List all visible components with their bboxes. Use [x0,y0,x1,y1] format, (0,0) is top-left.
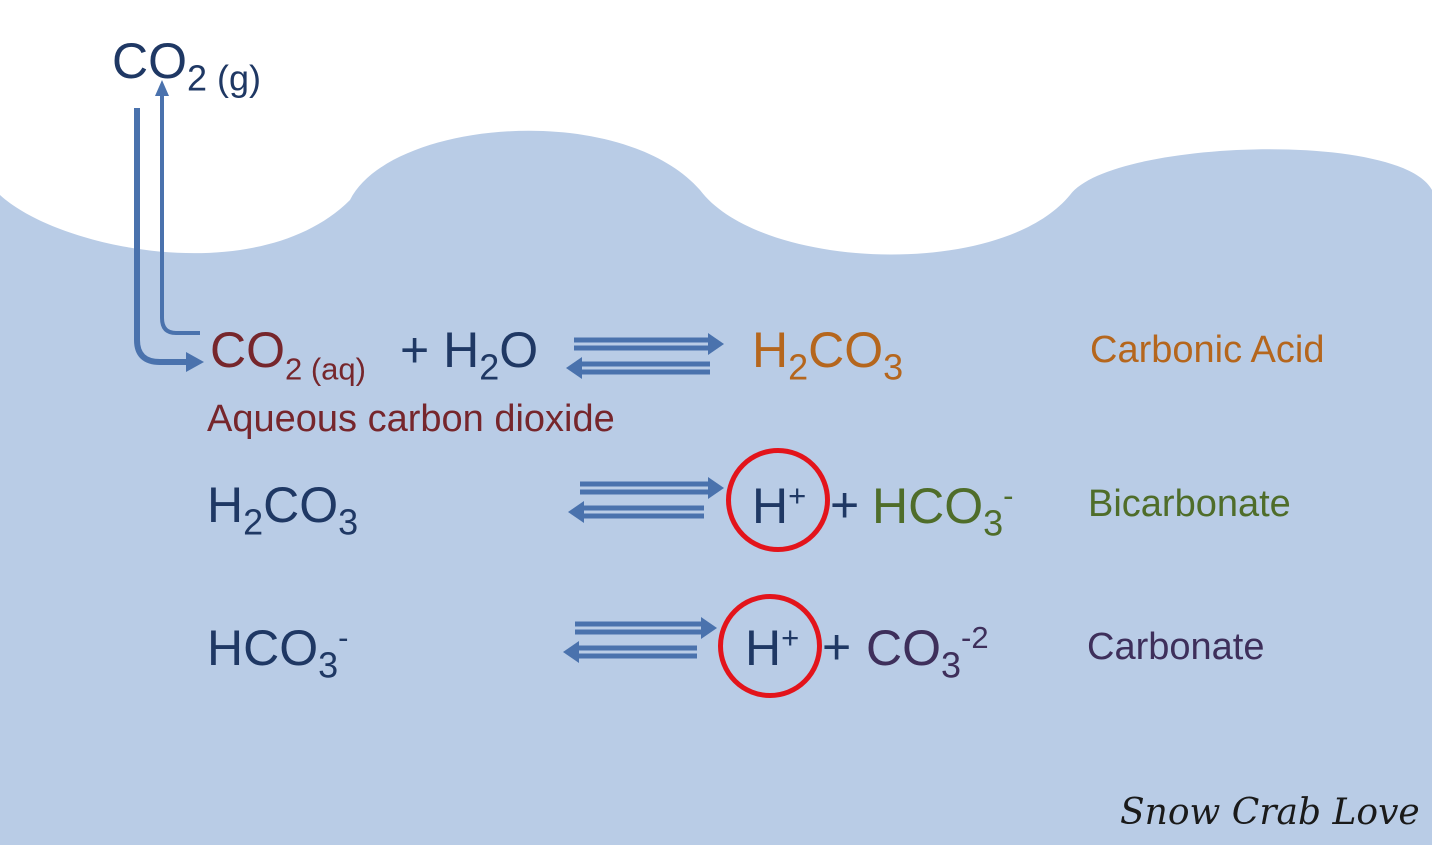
row3-name-label: Carbonate [1087,626,1265,668]
row2-hydrogen-ion: H+ [752,478,807,535]
row2-name-label: Bicarbonate [1088,483,1291,525]
row3-equilibrium-arrows [563,617,717,663]
row2-reactant-carbonic-acid: H2CO3 [207,477,359,543]
outgas-arrowhead [155,80,169,96]
row3-reactant-bicarbonate: HCO3- [207,620,349,686]
dissolve-arrow [134,108,188,365]
row2-product-bicarbonate: HCO3- [872,478,1014,544]
row1-product-carbonic-acid: H2CO3 [752,322,904,388]
row3-product-carbonate: CO3-2 [866,620,989,686]
row1-reactant-co2: CO2 (aq) [210,322,366,387]
row1-equilibrium-arrows [566,333,724,379]
row2-equilibrium-arrows [568,477,724,523]
row1-caption: Aqueous carbon dioxide [207,398,615,440]
row2-hydrogen-ion-highlight [726,448,830,552]
outgas-arrow [160,95,200,335]
row2-plus-sign: + [830,477,860,533]
row1-name-label: Carbonic Acid [1090,329,1325,371]
row1-reactant-water: + H2O [400,322,539,388]
dissolve-arrowhead [186,352,204,372]
row3-hydrogen-ion: H+ [745,620,800,677]
credit-watermark: Snow Crab Love [1120,792,1420,833]
gas-co2-formula: CO2 (g) [112,33,262,99]
row3-hydrogen-ion-highlight [718,594,822,698]
row3-plus-sign: + [822,619,852,675]
